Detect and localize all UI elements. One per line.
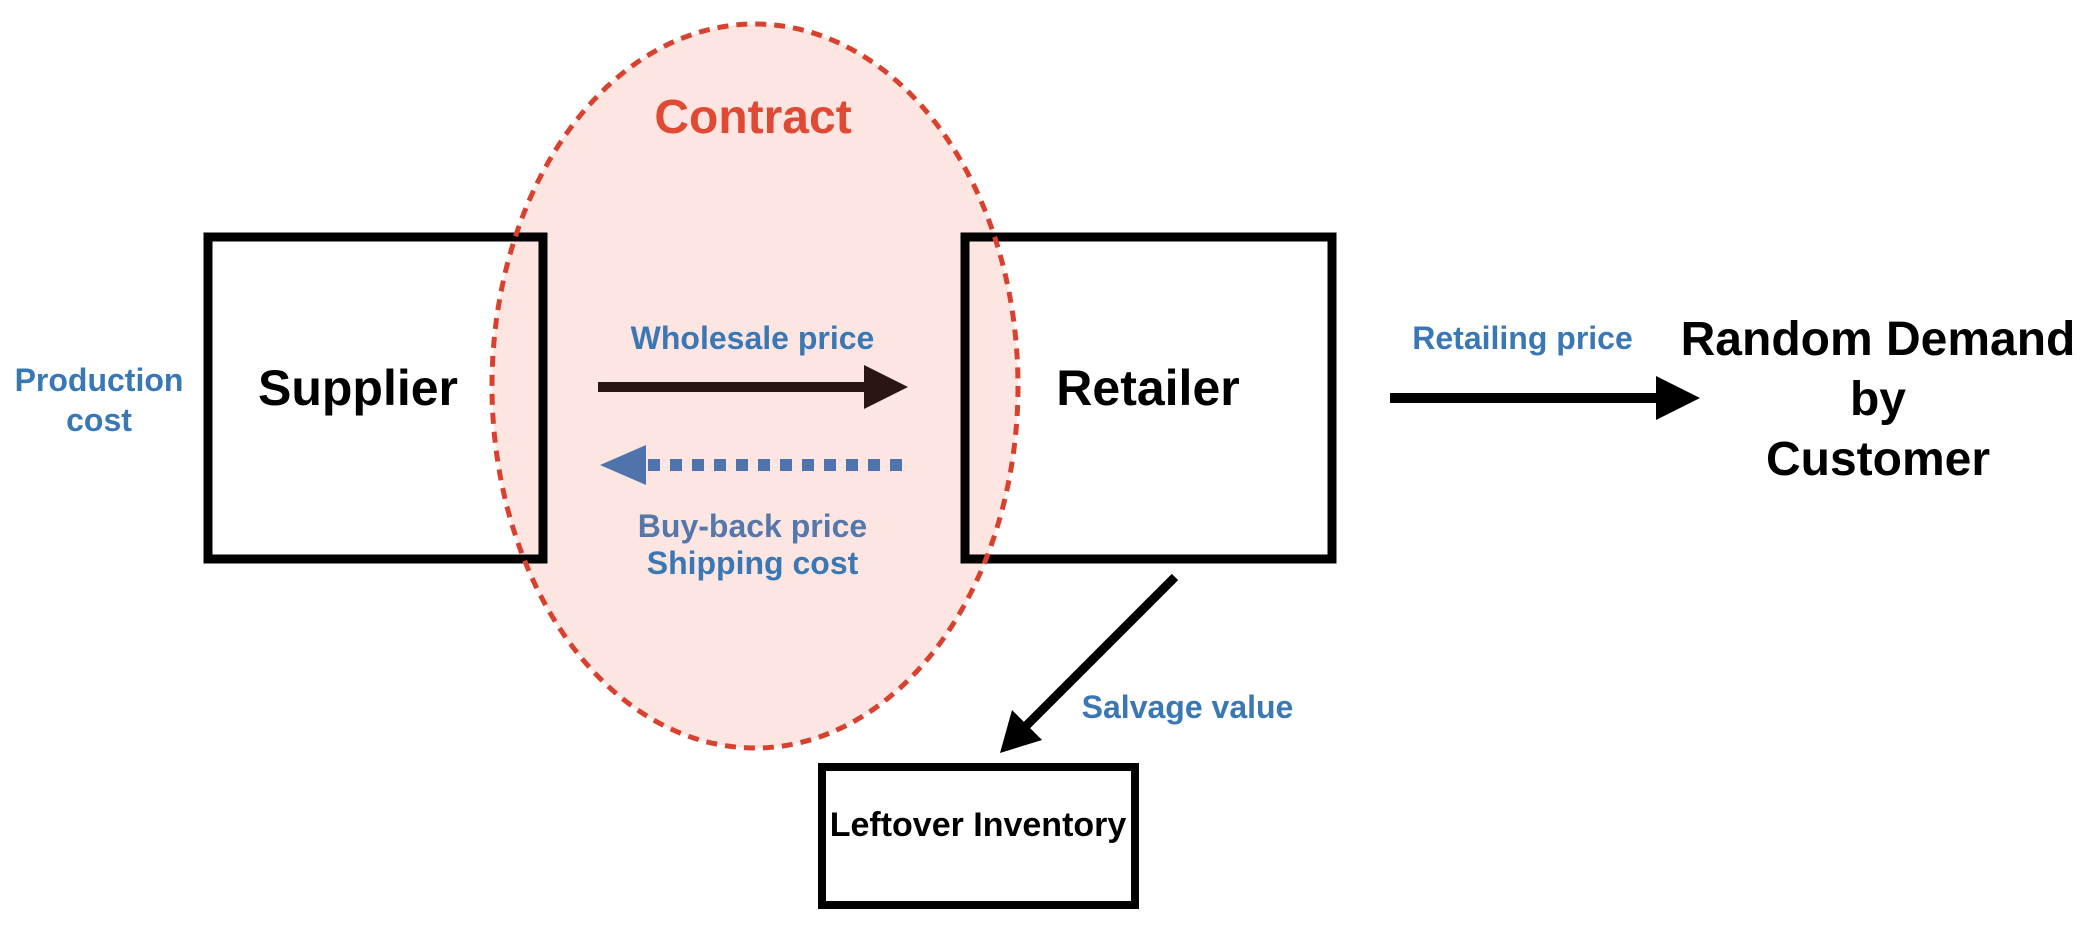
shipping-cost-label: Shipping cost	[646, 545, 859, 581]
customer-label: Customer	[1765, 433, 1991, 486]
salvage-value-label: Salvage value	[1081, 689, 1294, 725]
contract-ellipse-border	[489, 21, 1021, 751]
random-demand-label: Random Demand	[1680, 313, 2076, 366]
supplier-label: Supplier	[257, 360, 459, 416]
wholesale-arrow	[598, 365, 908, 409]
leftover-inventory-label: Leftover Inventory	[829, 806, 1127, 844]
demand-arrow	[1390, 376, 1700, 420]
leftover-inventory-box	[818, 763, 1139, 909]
buyback-arrow	[600, 445, 902, 485]
salvage-arrow	[1000, 573, 1179, 753]
retailing-price-label: Retailing price	[1412, 320, 1633, 356]
retailer-box	[960, 232, 1337, 564]
contract-title: Contract	[654, 91, 852, 144]
retailer-label: Retailer	[1056, 360, 1240, 416]
random-demand-by-label: by	[1849, 373, 1906, 426]
supplier-box	[203, 232, 548, 564]
buyback-price-label: Buy-back price	[637, 508, 868, 544]
production-cost-label: Production cost	[14, 362, 184, 438]
wholesale-price-label: Wholesale price	[630, 320, 875, 356]
